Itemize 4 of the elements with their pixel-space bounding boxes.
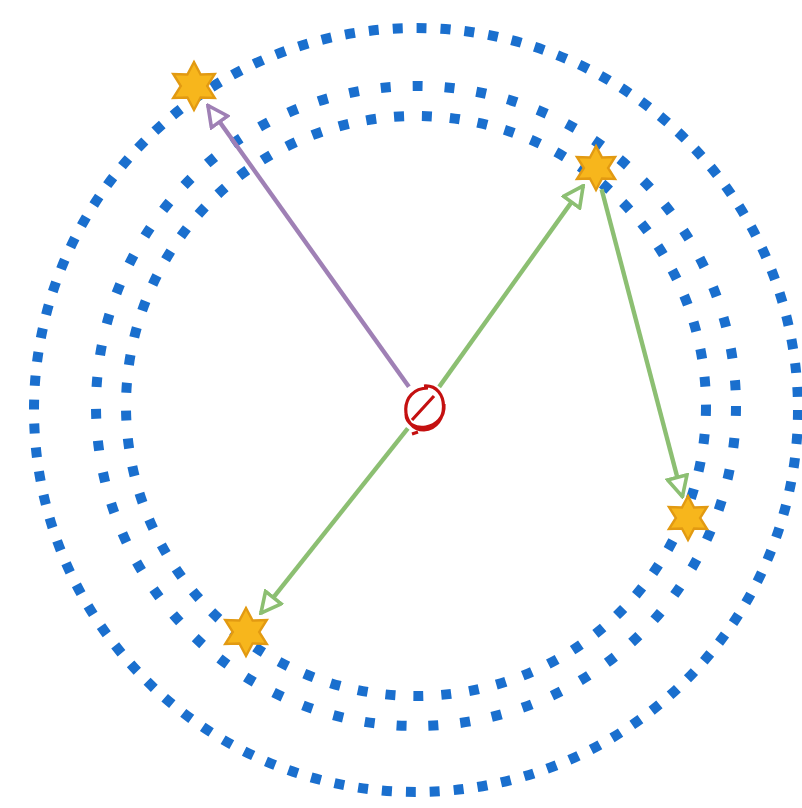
arrow bbox=[259, 427, 410, 615]
arrow bbox=[437, 184, 585, 389]
arrow bbox=[599, 188, 689, 499]
arrow bbox=[206, 103, 411, 389]
